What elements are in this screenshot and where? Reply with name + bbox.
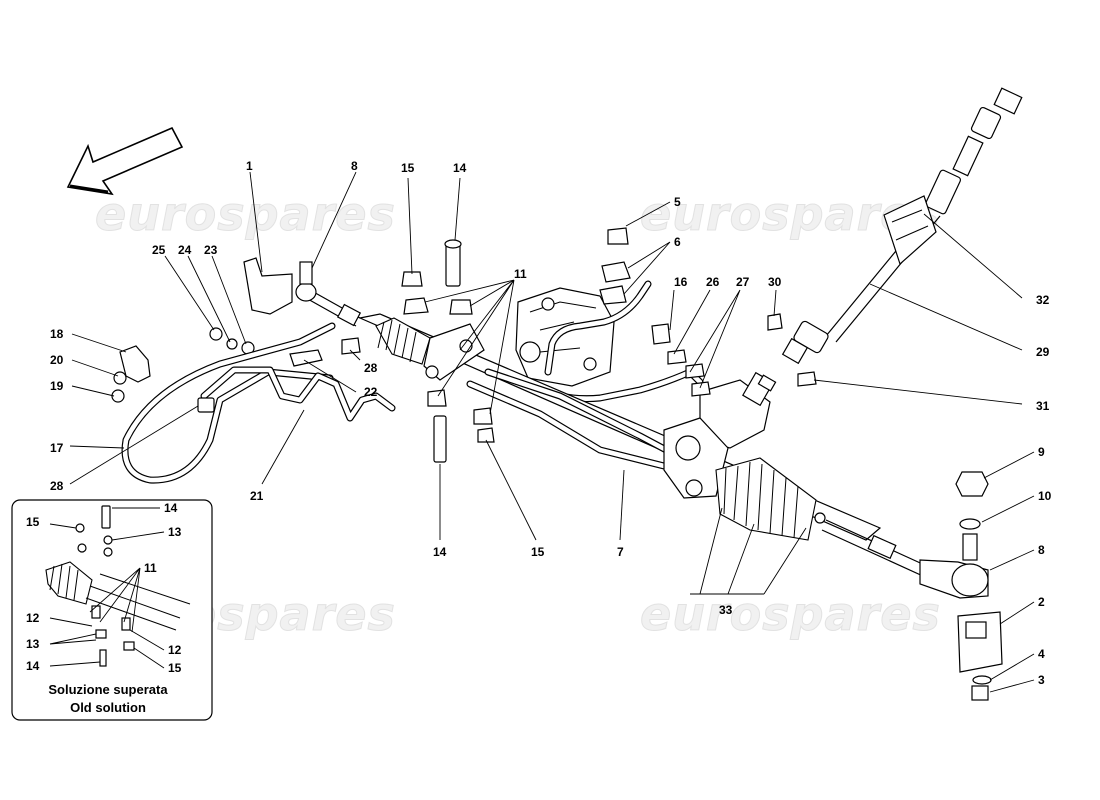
inset-callout-label: 11 xyxy=(144,561,157,575)
callout-label: 14 xyxy=(453,161,467,175)
inset-callout-label: 14 xyxy=(26,659,40,673)
callout-label: 15 xyxy=(401,161,415,175)
inset-callout-label: 12 xyxy=(26,611,40,625)
callout-label: 5 xyxy=(674,195,681,209)
inset-caption-english: Old solution xyxy=(70,700,146,715)
leader-lines xyxy=(69,171,1035,693)
hoses xyxy=(121,322,396,484)
callout-label: 1 xyxy=(246,159,253,173)
inset-callout-label: 12 xyxy=(168,643,182,657)
inset-callout-label: 14 xyxy=(164,501,178,515)
callout-label: 32 xyxy=(1036,293,1050,307)
callout-label: 21 xyxy=(250,489,264,503)
callout-label: 16 xyxy=(674,275,688,289)
callout-label: 29 xyxy=(1036,345,1050,359)
callout-label: 26 xyxy=(706,275,720,289)
watermark: eurospares xyxy=(640,587,941,641)
callout-label: 28 xyxy=(364,361,378,375)
inset-callout-label: 15 xyxy=(168,661,182,675)
inset-callout-label: 15 xyxy=(26,515,40,529)
callout-label: 9 xyxy=(1038,445,1045,459)
callout-numbers: 1 8 15 14 5 6 25 24 23 11 16 26 27 30 32… xyxy=(50,159,1052,687)
old-solution-inset: 14 15 13 11 12 13 12 14 15 Soluzione sup… xyxy=(11,499,213,721)
callout-label: 11 xyxy=(514,267,527,281)
inset-callout-label: 13 xyxy=(168,525,182,539)
callout-label: 19 xyxy=(50,379,64,393)
callout-label: 23 xyxy=(204,243,218,257)
callout-label: 17 xyxy=(50,441,64,455)
callout-label: 3 xyxy=(1038,673,1045,687)
left-tie-rod-end xyxy=(295,261,362,327)
bracket-and-fasteners xyxy=(111,257,293,403)
callout-label: 25 xyxy=(152,243,166,257)
power-steering-pump xyxy=(515,287,615,387)
callout-label: 20 xyxy=(50,353,64,367)
direction-arrow-icon xyxy=(66,126,184,196)
callout-label: 18 xyxy=(50,327,64,341)
callout-label: 31 xyxy=(1036,399,1050,413)
right-tie-rod-end xyxy=(919,471,1003,701)
callout-label: 24 xyxy=(178,243,192,257)
callout-label: 4 xyxy=(1038,647,1045,661)
watermark: eurospares xyxy=(95,187,396,241)
callout-label: 6 xyxy=(674,235,681,249)
callout-label: 22 xyxy=(364,385,378,399)
center-hardware xyxy=(341,227,817,463)
callout-label: 7 xyxy=(617,545,624,559)
steering-gear-housing xyxy=(663,371,826,541)
callout-label: 27 xyxy=(736,275,750,289)
callout-label: 2 xyxy=(1038,595,1045,609)
callout-label: 15 xyxy=(531,545,545,559)
callout-label: 33 xyxy=(719,603,733,617)
left-boot xyxy=(375,317,485,381)
callout-label: 30 xyxy=(768,275,782,289)
watermarks: eurospares eurospares eurospares eurospa… xyxy=(95,187,941,642)
callout-label: 28 xyxy=(50,479,64,493)
steering-column xyxy=(781,87,1023,365)
inset-caption-italian: Soluzione superata xyxy=(48,682,168,697)
callout-label: 14 xyxy=(433,545,447,559)
inset-callout-label: 13 xyxy=(26,637,40,651)
callout-label: 8 xyxy=(351,159,358,173)
callout-label: 10 xyxy=(1038,489,1052,503)
callout-label: 8 xyxy=(1038,543,1045,557)
